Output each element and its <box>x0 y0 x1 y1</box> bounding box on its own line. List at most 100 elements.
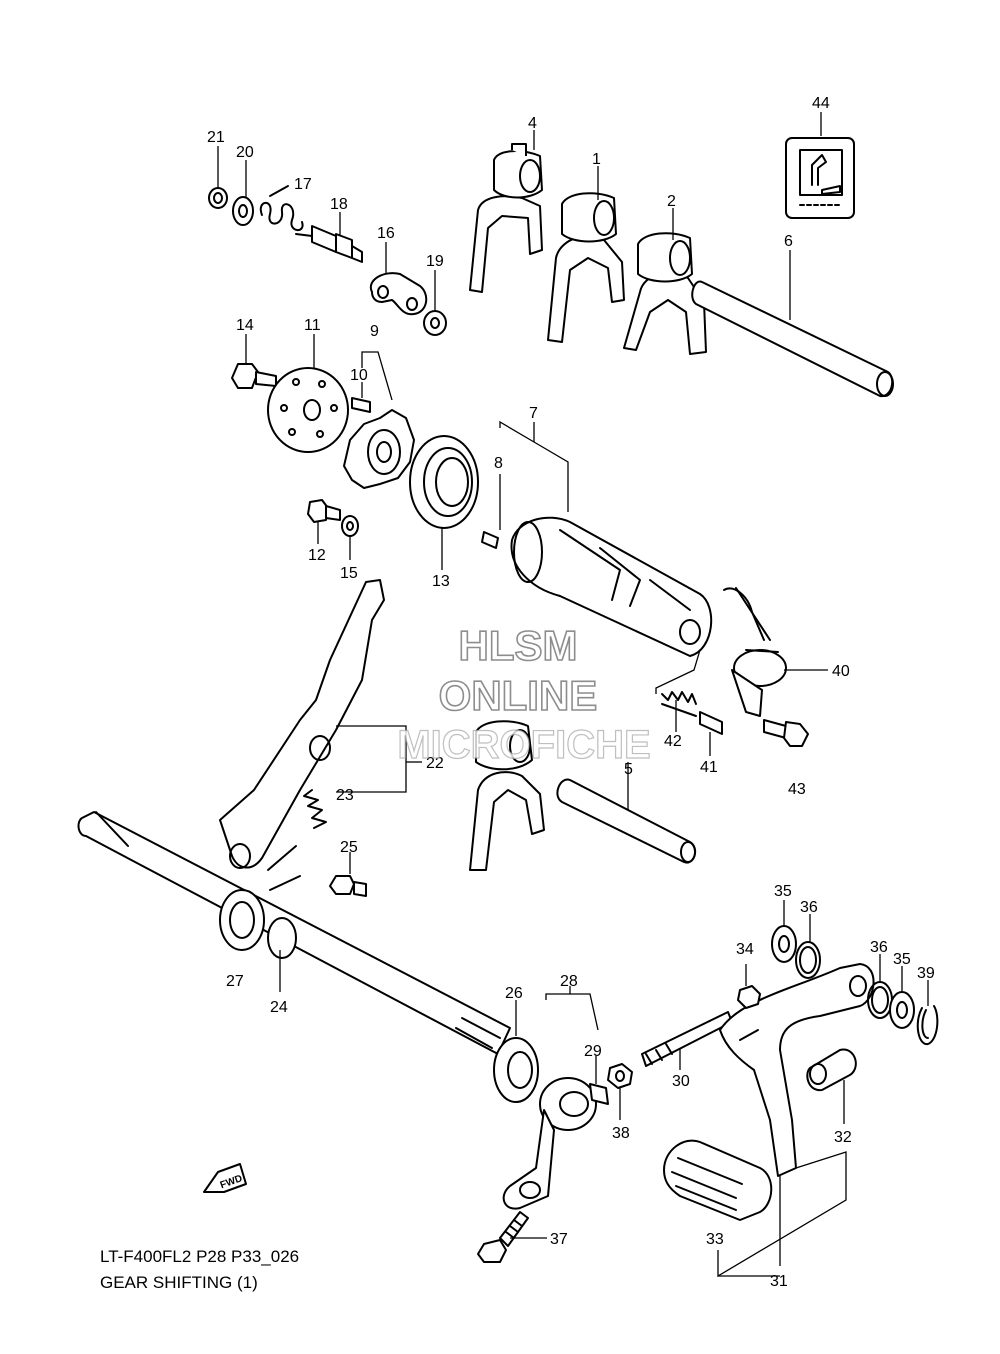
part-17-spring <box>259 185 313 237</box>
callout-18: 18 <box>330 196 348 213</box>
callout-43: 43 <box>788 781 806 798</box>
part-22-gearshift-arm <box>219 579 385 891</box>
part-8-pin <box>481 531 499 549</box>
callout-15: 15 <box>340 565 358 582</box>
part-26-bearing <box>493 1037 539 1103</box>
part-30-rod <box>641 1011 733 1067</box>
part-14-bolt <box>231 363 277 389</box>
callout-20: 20 <box>236 144 254 161</box>
callout-6: 6 <box>784 233 793 250</box>
callout-5: 5 <box>624 761 633 778</box>
callout-22: 22 <box>426 755 444 772</box>
part-4-shift-fork <box>469 143 543 293</box>
callout-34: 34 <box>736 941 754 958</box>
callout-2: 2 <box>667 193 676 210</box>
leader-lines <box>217 112 929 1278</box>
part-36-o-ring-lower <box>867 981 893 1019</box>
watermark-line-3: MICROFICHE <box>397 723 650 767</box>
callout-11: 11 <box>304 317 321 334</box>
callout-7: 7 <box>529 405 538 422</box>
watermark: HLSM ONLINE MICROFICHE <box>397 621 652 767</box>
part-7-gearshift-cam-drum <box>510 516 713 657</box>
part-42-spring <box>661 691 697 717</box>
watermark-line-1: HLSM <box>459 622 578 669</box>
callout-27: 27 <box>226 973 244 990</box>
part-5-fork-shaft <box>556 778 697 864</box>
callout-36-lower: 36 <box>870 939 888 956</box>
watermark-line-2: ONLINE <box>439 672 598 719</box>
callout-42: 42 <box>664 733 682 750</box>
part-9-shift-cam <box>343 409 415 489</box>
callout-10: 10 <box>350 367 368 384</box>
callout-23: 23 <box>336 787 354 804</box>
part-12-bolt <box>307 499 341 523</box>
section-title: GEAR SHIFTING (1) <box>100 1273 258 1292</box>
callout-1: 1 <box>592 151 601 168</box>
part-11-stopper-plate <box>267 367 349 453</box>
part-31-gearshift-lever <box>719 963 875 1177</box>
part-18-shaft-pin <box>311 225 363 263</box>
callout-37: 37 <box>550 1231 568 1248</box>
callout-31: 31 <box>770 1273 788 1290</box>
part-15-washer <box>341 515 359 537</box>
part-44-shift-label <box>785 137 855 219</box>
callout-35-upper: 35 <box>774 883 792 900</box>
part-28-shift-arm <box>502 1077 597 1210</box>
callout-25: 25 <box>340 839 358 856</box>
callout-12: 12 <box>308 547 326 564</box>
callout-19: 19 <box>426 253 444 270</box>
callout-39: 39 <box>917 965 935 982</box>
callout-16: 16 <box>377 225 395 242</box>
callout-30: 30 <box>672 1073 690 1090</box>
callout-33: 33 <box>706 1231 724 1248</box>
callout-24: 24 <box>270 999 288 1016</box>
part-23-spring <box>303 789 327 829</box>
fwd-arrow-icon: FWD <box>203 1163 247 1193</box>
part-16-stopper-arm <box>369 272 428 316</box>
callout-8: 8 <box>494 455 503 472</box>
part-35-washer-lower <box>889 991 915 1029</box>
part-20-washer <box>232 196 254 226</box>
part-2-shift-fork <box>623 232 707 355</box>
part-32-pivot <box>806 1048 857 1092</box>
part-6-fork-shaft <box>691 280 894 398</box>
part-10-pin <box>351 397 371 413</box>
callout-40: 40 <box>832 663 850 680</box>
callout-9: 9 <box>370 323 379 340</box>
part-33-footrest <box>663 1139 773 1221</box>
callout-35-lower: 35 <box>893 951 911 968</box>
part-38-nut <box>607 1063 633 1089</box>
callout-41: 41 <box>700 759 718 776</box>
callout-26: 26 <box>505 985 523 1002</box>
part-40-switch <box>723 587 787 717</box>
part-43-bolt <box>763 719 809 747</box>
part-36-o-ring-upper <box>795 941 821 979</box>
part-13-bearing <box>409 435 479 529</box>
part-34-nut <box>737 985 761 1009</box>
callout-14: 14 <box>236 317 254 334</box>
model-code: LT-F400FL2 P28 P33_026 <box>100 1247 299 1266</box>
part-29-nut <box>589 1083 609 1105</box>
callout-32: 32 <box>834 1129 852 1146</box>
part-41-pin <box>699 711 723 735</box>
callout-21: 21 <box>207 129 225 146</box>
callout-36-upper: 36 <box>800 899 818 916</box>
part-27-shaft <box>77 811 511 1055</box>
part-37-bolt <box>477 1211 529 1263</box>
part-1-shift-fork <box>547 192 625 343</box>
part-19-washer <box>423 310 447 336</box>
callout-29: 29 <box>584 1043 602 1060</box>
part-21-nut <box>208 187 228 209</box>
callout-44: 44 <box>812 95 830 112</box>
callout-17: 17 <box>294 176 312 193</box>
part-35-washer-upper <box>771 925 797 963</box>
part-3-shift-fork <box>469 720 545 871</box>
part-39-circlip <box>916 1005 939 1045</box>
part-25-bolt <box>329 875 367 897</box>
callout-numbers: 44 4 1 2 6 21 20 17 18 16 19 14 11 9 10 … <box>207 95 935 1290</box>
callout-4: 4 <box>528 115 537 132</box>
callout-38: 38 <box>612 1125 630 1142</box>
callout-28: 28 <box>560 973 578 990</box>
callout-13: 13 <box>432 573 450 590</box>
